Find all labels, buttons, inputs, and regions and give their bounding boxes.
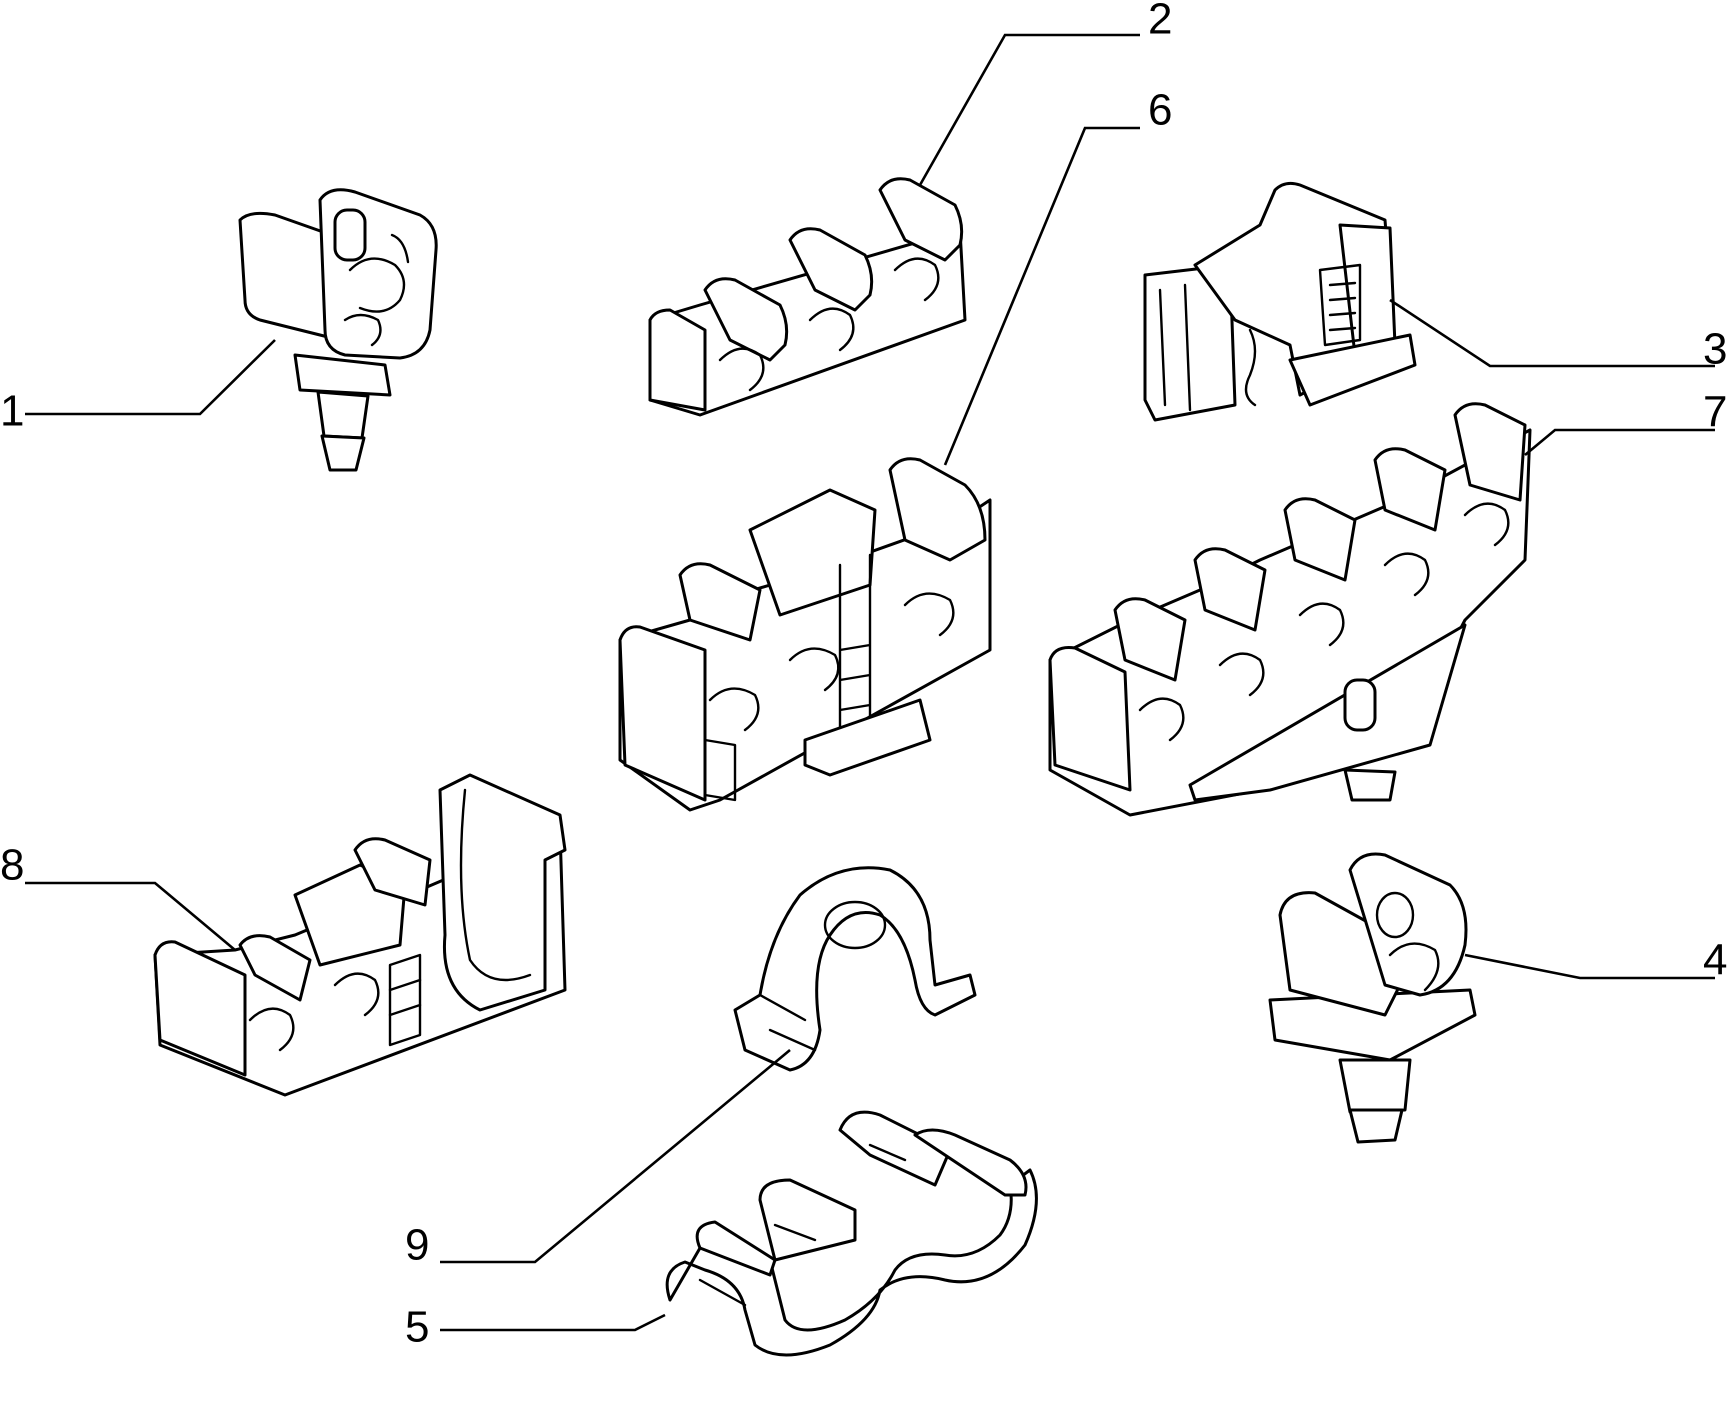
callout-2: 2 <box>1148 0 1172 44</box>
callout-4: 4 <box>1703 936 1727 985</box>
leader-7 <box>1524 428 1715 456</box>
leader-4 <box>1464 953 1715 980</box>
leader-5 <box>440 1313 666 1332</box>
callout-5: 5 <box>405 1303 429 1352</box>
leader-8 <box>25 881 236 951</box>
part-5-double-saddle <box>665 1110 1038 1357</box>
part-6-triple-clip-bracket <box>618 457 992 812</box>
leader-9 <box>440 1049 791 1264</box>
part-8-double-clip-loop <box>153 773 567 1097</box>
leader-2 <box>918 33 1140 186</box>
callout-7: 7 <box>1703 388 1727 437</box>
leader-3 <box>1389 298 1715 368</box>
callout-8: 8 <box>0 841 24 890</box>
part-7-quad-clip-base <box>1048 402 1532 817</box>
part-3-block-clip <box>1143 181 1417 422</box>
part-4-single-clip-bracket <box>1268 852 1477 1144</box>
part-1-single-clip-with-pin <box>238 188 438 472</box>
callout-3: 3 <box>1703 325 1727 374</box>
callout-6: 6 <box>1148 86 1172 135</box>
callout-labels: 1 2 3 4 5 6 7 8 9 <box>0 0 1727 1352</box>
callout-9: 9 <box>405 1221 429 1270</box>
leader-lines <box>25 33 1715 1332</box>
part-2-triple-clip <box>648 177 967 417</box>
callout-1: 1 <box>0 387 24 436</box>
part-9-strap-bracket <box>733 866 977 1072</box>
leader-6 <box>943 126 1140 466</box>
leader-1 <box>25 339 276 416</box>
